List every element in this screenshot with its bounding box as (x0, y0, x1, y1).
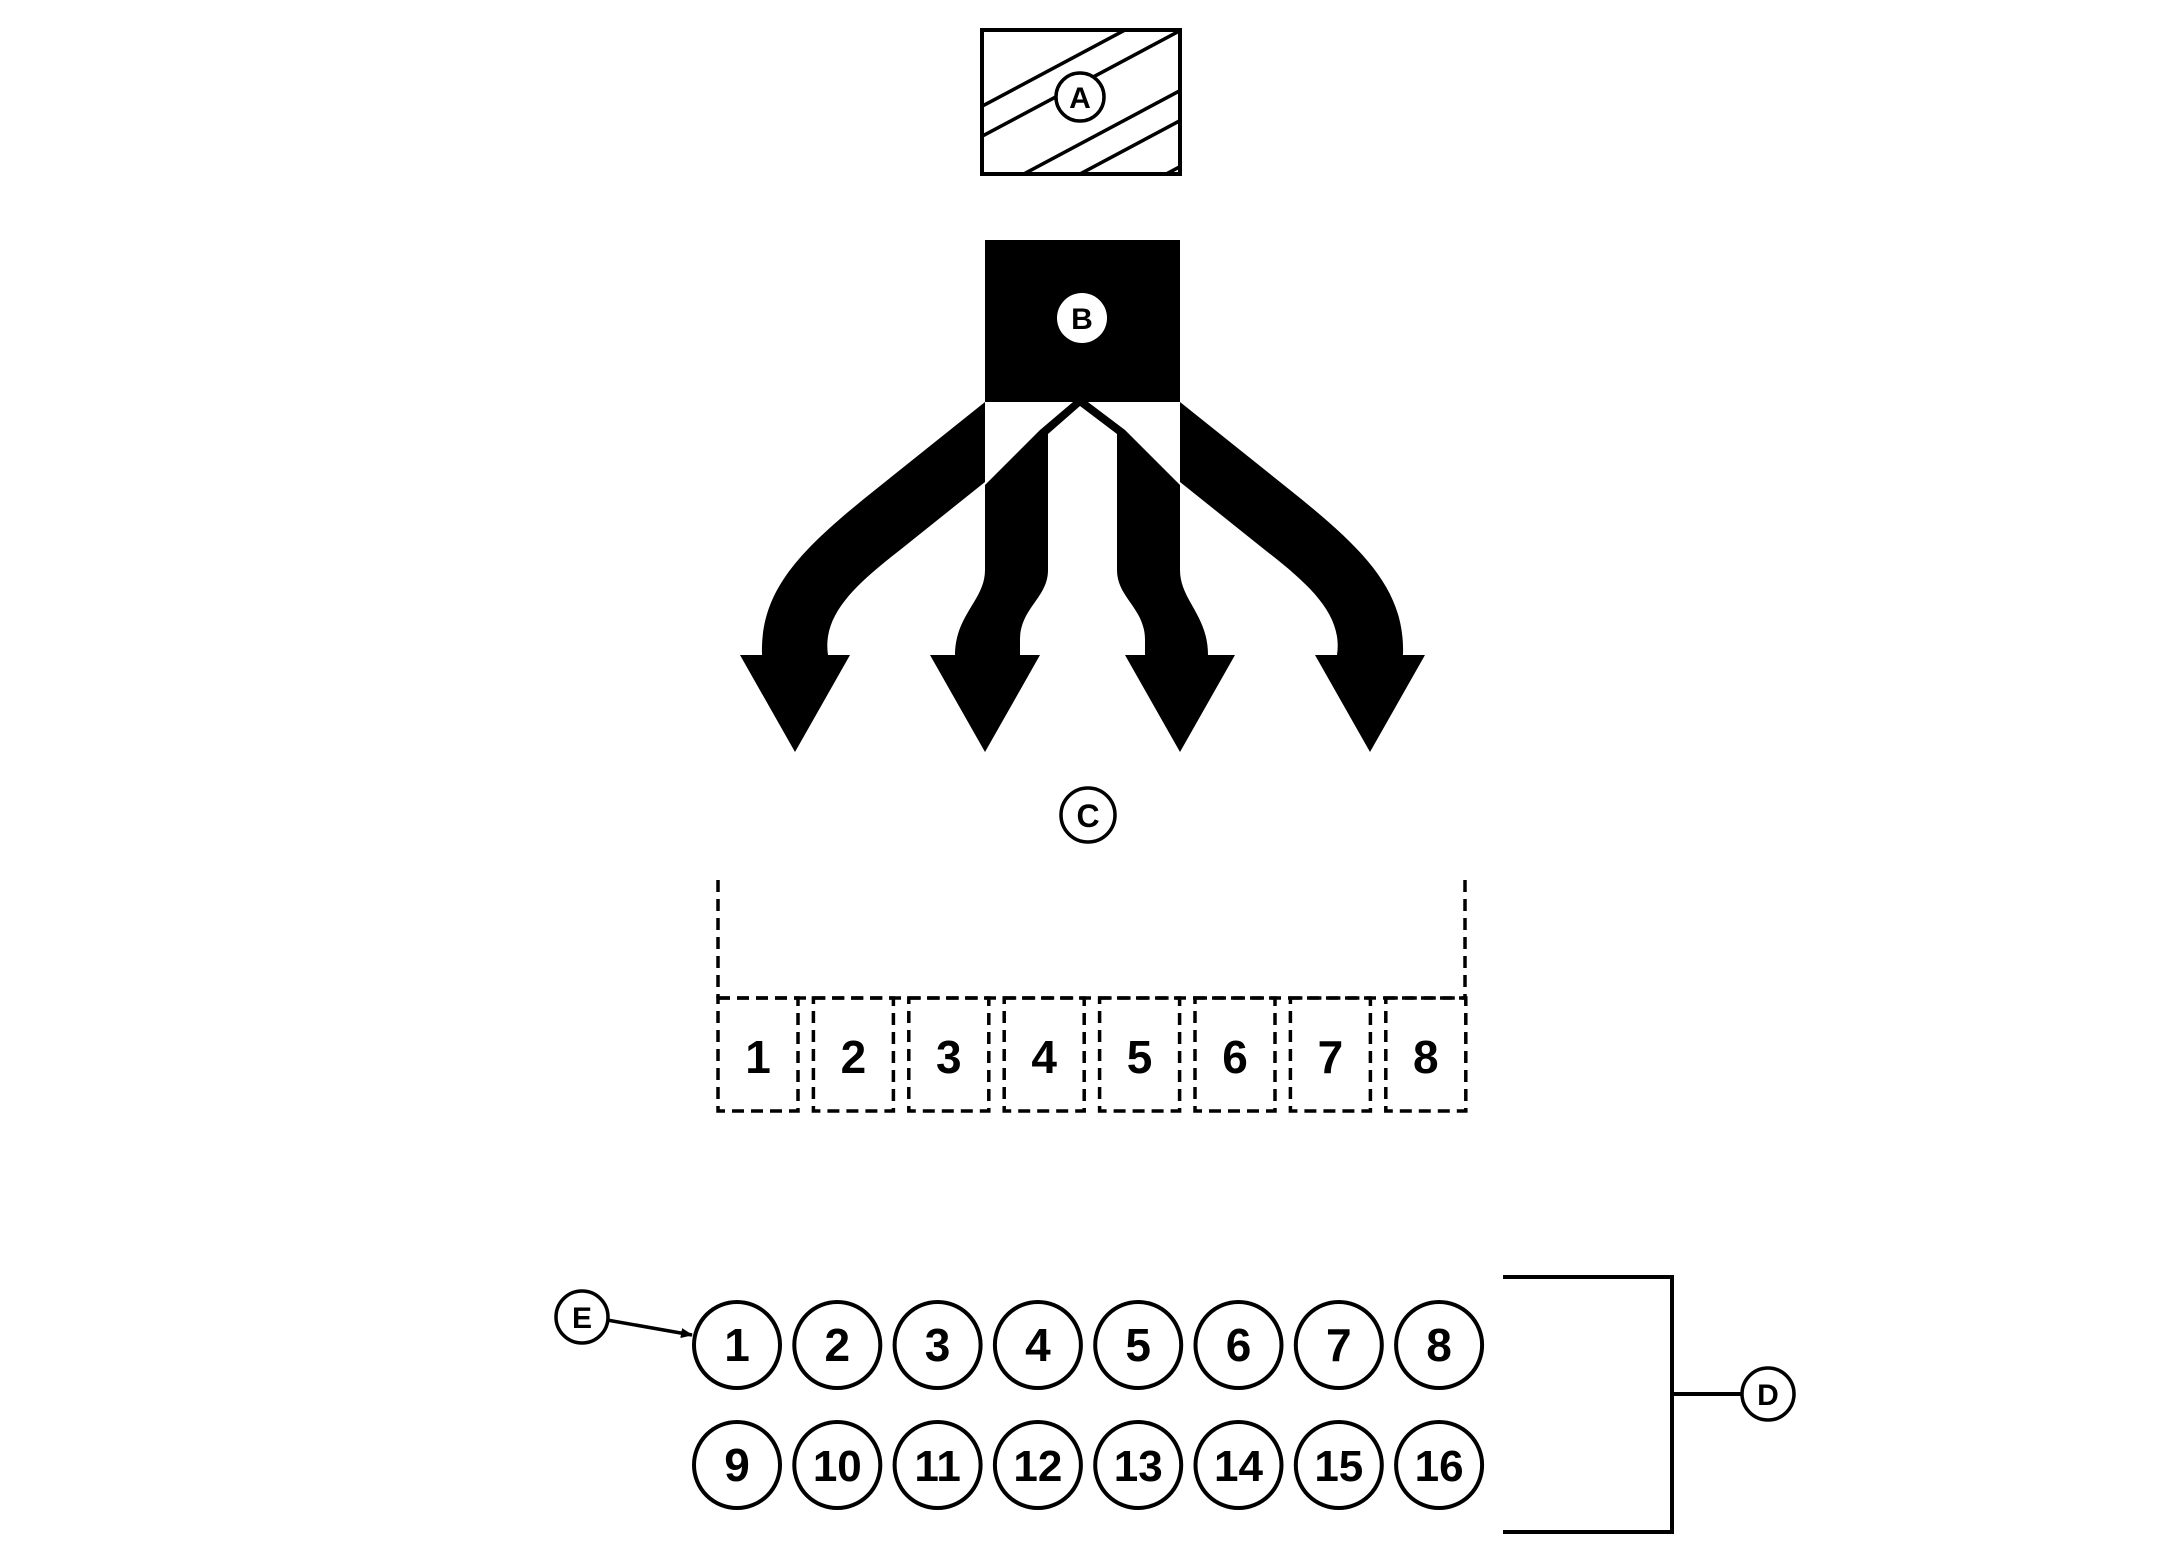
slot-2: 2 (811, 996, 896, 1113)
slot-group (716, 880, 1467, 1000)
circle-label: 5 (1125, 1319, 1151, 1371)
circle-outline (1193, 1300, 1284, 1390)
circle-outline (792, 1300, 883, 1390)
slot-label: 4 (1031, 1031, 1057, 1083)
slot-label: 5 (1127, 1031, 1153, 1083)
callout-b-label: B (1071, 303, 1093, 336)
circle-label: 11 (914, 1442, 961, 1491)
circle-item-13: 13 (1093, 1420, 1184, 1510)
circle-label: 9 (724, 1439, 750, 1491)
callout-d-label: D (1757, 1379, 1779, 1412)
callout-e-arrow (606, 1318, 693, 1339)
circle-label: 16 (1415, 1442, 1464, 1491)
slot-box (1193, 996, 1277, 1113)
circle-item-11: 11 (892, 1420, 983, 1510)
callout-a-circle (1054, 71, 1106, 123)
slot-row: 1 2 3 4 5 6 7 8 (716, 996, 1468, 1113)
slot-7: 7 (1288, 996, 1373, 1113)
circle-item-6: 6 (1193, 1300, 1284, 1390)
circle-outline (792, 1420, 883, 1510)
circle-outline (992, 1300, 1083, 1390)
slot-box (1384, 996, 1468, 1113)
circle-item-10: 10 (792, 1420, 883, 1510)
callout-e: E (554, 1289, 693, 1345)
slot-box (811, 996, 896, 1113)
circle-label: 12 (1013, 1442, 1062, 1491)
circle-item-2: 2 (792, 1300, 883, 1390)
callout-b-circle (1057, 293, 1107, 343)
slot-label: 2 (841, 1031, 867, 1083)
circle-item-3: 3 (892, 1300, 983, 1390)
slot-label: 8 (1413, 1031, 1439, 1083)
circle-label: 14 (1214, 1442, 1263, 1491)
slot-label: 6 (1222, 1031, 1248, 1083)
slot-1: 1 (716, 996, 800, 1113)
callout-d: D (1503, 1275, 1796, 1534)
component-a: A (980, 28, 1182, 176)
circle-outline (1193, 1420, 1284, 1510)
circle-outline (992, 1420, 1083, 1510)
circle-label: 8 (1426, 1319, 1452, 1371)
slot-box (1288, 996, 1373, 1113)
circle-outline (892, 1300, 983, 1390)
branch-arrow-1 (740, 402, 985, 752)
slot-label: 7 (1318, 1031, 1344, 1083)
slot-8: 8 (1384, 996, 1468, 1113)
slot-3: 3 (907, 996, 991, 1113)
circle-label: 6 (1226, 1319, 1252, 1371)
circle-item-1: 1 (692, 1300, 782, 1390)
circle-item-14: 14 (1193, 1420, 1284, 1510)
branch-arrow-right-inner (1080, 396, 1235, 752)
circle-item-5: 5 (1093, 1300, 1184, 1390)
slot-box (1097, 996, 1182, 1113)
circle-label: 7 (1326, 1319, 1352, 1371)
branch-arrow-left-inner (930, 396, 1080, 752)
circle-outline (1394, 1420, 1485, 1510)
circle-outline (692, 1300, 782, 1390)
circle-outline (1093, 1420, 1184, 1510)
circle-item-8: 8 (1394, 1300, 1485, 1390)
circle-outline (1293, 1300, 1384, 1390)
circle-label: 4 (1025, 1319, 1051, 1371)
circle-label: 3 (925, 1319, 951, 1371)
slot-box (716, 996, 800, 1113)
callout-d-circle (1740, 1366, 1796, 1422)
slot-5: 5 (1097, 996, 1182, 1113)
callout-a-label: A (1069, 82, 1091, 115)
slot-box (1002, 996, 1086, 1113)
circle-item-15: 15 (1293, 1420, 1384, 1510)
slot-box (907, 996, 991, 1113)
circle-outline (892, 1420, 983, 1510)
circle-label: 1 (724, 1319, 750, 1371)
circle-item-9: 9 (692, 1420, 782, 1510)
circle-outline (1394, 1300, 1485, 1390)
circle-label: 10 (813, 1442, 862, 1491)
circle-item-4: 4 (992, 1300, 1083, 1390)
circle-label: 13 (1114, 1442, 1163, 1491)
circle-outline (1093, 1300, 1184, 1390)
circle-label: 15 (1314, 1442, 1363, 1491)
circle-outline (692, 1420, 782, 1510)
slot-4: 4 (1002, 996, 1086, 1113)
callout-c: C (1059, 786, 1117, 844)
callout-c-label: C (1076, 798, 1099, 834)
circle-item-12: 12 (992, 1420, 1083, 1510)
callout-c-circle (1059, 786, 1117, 844)
callout-e-label: E (572, 1302, 592, 1335)
branch-arrow-right-outer (1180, 402, 1425, 752)
circle-item-16: 16 (1394, 1420, 1485, 1510)
circle-item-7: 7 (1293, 1300, 1384, 1390)
slot-label: 3 (936, 1031, 962, 1083)
slot-label: 1 (745, 1031, 771, 1083)
bracket-d (1503, 1275, 1742, 1534)
circle-outline (1293, 1420, 1384, 1510)
circle-label: 2 (825, 1319, 851, 1371)
slot-6: 6 (1193, 996, 1277, 1113)
component-b: B (740, 240, 1425, 752)
callout-e-circle (554, 1289, 610, 1345)
